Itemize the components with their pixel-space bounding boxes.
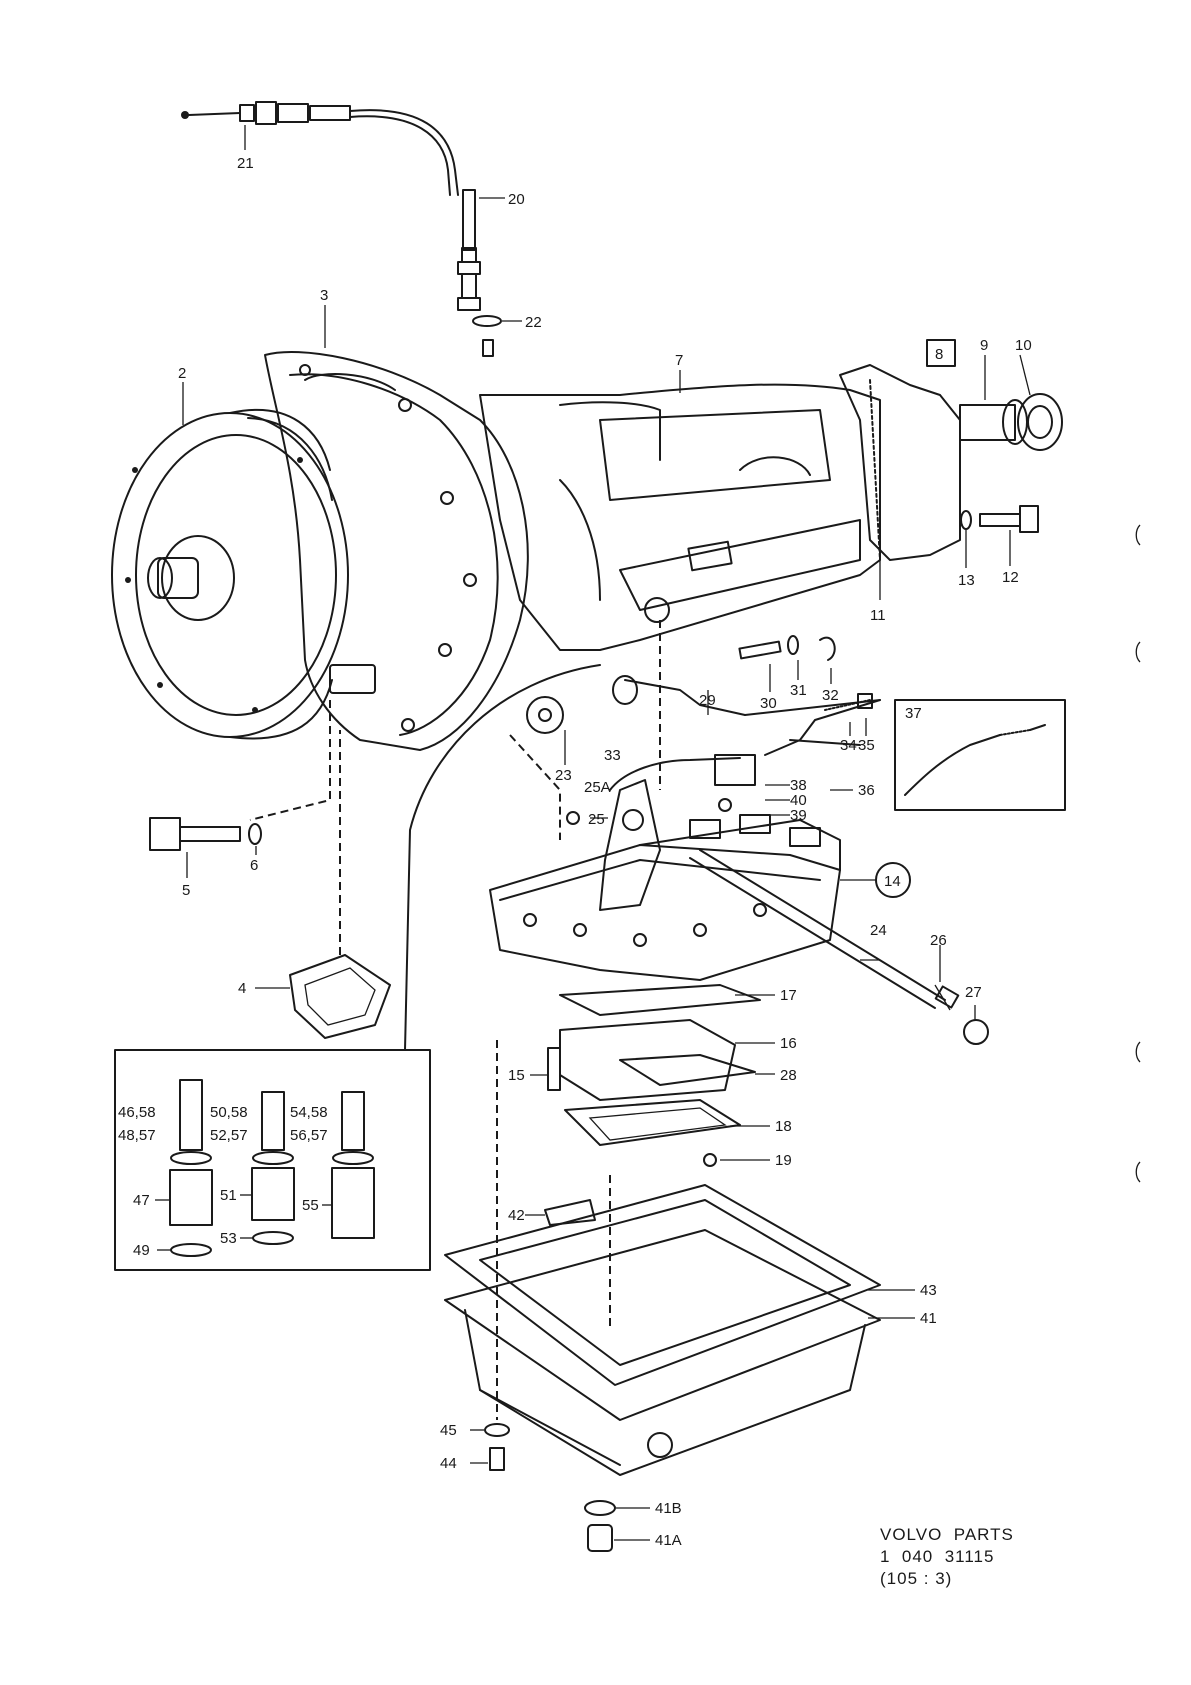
callout-22: 22 <box>525 314 542 331</box>
callout-35: 35 <box>858 737 875 754</box>
callout-5: 5 <box>182 882 190 899</box>
callout-28: 28 <box>780 1067 797 1084</box>
footer-line-3: (105 : 3) <box>880 1569 952 1588</box>
callout-44: 44 <box>440 1455 457 1472</box>
callout-30: 30 <box>760 695 777 712</box>
boxed-callout-8 <box>926 339 956 367</box>
callout-21: 21 <box>237 155 254 172</box>
bolt-5-washer-6 <box>149 817 262 878</box>
callout-6: 6 <box>250 857 258 874</box>
callout-20: 20 <box>508 191 525 208</box>
separator-plates <box>530 984 775 1167</box>
callout-53: 53 <box>220 1230 237 1247</box>
callout-labels: 21 20 22 3 2 7 8 9 10 13 12 11 30 31 32 … <box>118 155 1032 1549</box>
callout-41B: 41B <box>655 1500 682 1517</box>
callout-36: 36 <box>858 782 875 799</box>
transmission-case <box>479 370 881 790</box>
drain-bolts <box>470 1423 650 1552</box>
callout-15: 15 <box>508 1067 525 1084</box>
callout-25: 25 <box>588 811 605 828</box>
callout-54-58: 54,58 <box>290 1104 328 1121</box>
torque-converter <box>111 382 349 740</box>
oil-filter <box>255 730 391 1039</box>
bell-housing <box>264 305 529 751</box>
footer-line-2: 1 040 31115 <box>880 1547 994 1566</box>
callout-12: 12 <box>1002 569 1019 586</box>
servo-inset <box>114 1049 431 1271</box>
callout-37: 37 <box>905 705 922 722</box>
callout-2: 2 <box>178 365 186 382</box>
callout-49: 49 <box>133 1242 150 1259</box>
callout-16: 16 <box>780 1035 797 1052</box>
callout-56-57: 56,57 <box>290 1127 328 1144</box>
callout-19: 19 <box>775 1152 792 1169</box>
footer-reference: VOLVO PARTS 1 040 31115 (105 : 3) <box>880 1525 1014 1588</box>
callout-10: 10 <box>1015 337 1032 354</box>
callout-39: 39 <box>790 807 807 824</box>
selector-shaft <box>689 849 989 1045</box>
callout-32: 32 <box>822 687 839 704</box>
callout-47: 47 <box>133 1192 150 1209</box>
callout-52-57: 52,57 <box>210 1127 248 1144</box>
callout-45: 45 <box>440 1422 457 1439</box>
callout-43: 43 <box>920 1282 937 1299</box>
callout-27: 27 <box>965 984 982 1001</box>
callout-3: 3 <box>320 287 328 304</box>
callout-8: 8 <box>935 346 943 363</box>
callout-14: 14 <box>884 873 901 890</box>
callout-55: 55 <box>302 1197 319 1214</box>
callout-9: 9 <box>980 337 988 354</box>
manual-lever <box>526 696 661 911</box>
valve-body <box>489 814 911 981</box>
callout-13: 13 <box>958 572 975 589</box>
callout-38: 38 <box>790 777 807 794</box>
callout-24: 24 <box>870 922 887 939</box>
callout-50-58: 50,58 <box>210 1104 248 1121</box>
callout-17: 17 <box>780 987 797 1004</box>
shift-linkage <box>609 635 1066 816</box>
callout-34: 34 <box>840 737 857 754</box>
throttle-cable <box>181 101 522 357</box>
margin-marks <box>1135 524 1141 1183</box>
callout-4: 4 <box>238 980 246 997</box>
callout-11: 11 <box>870 607 886 624</box>
callout-48-57: 48,57 <box>118 1127 156 1144</box>
callout-41A: 41A <box>655 1532 682 1549</box>
callout-7: 7 <box>675 352 683 369</box>
footer-line-1: VOLVO PARTS <box>880 1525 1014 1544</box>
callout-51: 51 <box>220 1187 237 1204</box>
callout-33: 33 <box>604 747 621 764</box>
callout-46-58: 46,58 <box>118 1104 156 1121</box>
bolt-12-washer-13 <box>960 505 1039 568</box>
callout-25A: 25A <box>584 779 611 796</box>
callout-40: 40 <box>790 792 807 809</box>
callout-42: 42 <box>508 1207 525 1224</box>
callout-41: 41 <box>920 1310 937 1327</box>
oil-pan <box>444 1040 915 1476</box>
callout-26: 26 <box>930 932 947 949</box>
callout-18: 18 <box>775 1118 792 1135</box>
extension-housing <box>839 339 1063 600</box>
callout-31: 31 <box>790 682 807 699</box>
routing-line <box>249 664 601 1051</box>
callout-23: 23 <box>555 767 572 784</box>
callout-29: 29 <box>699 692 716 709</box>
